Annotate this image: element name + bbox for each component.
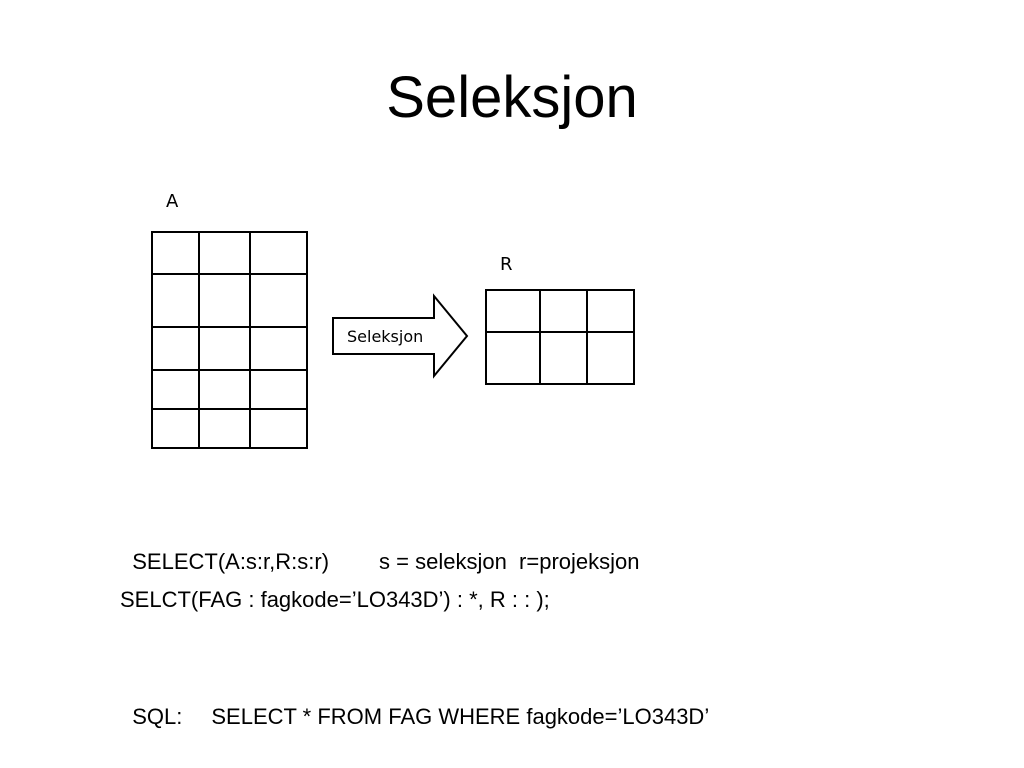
- symbol-legend: s = seleksjon r=projeksjon: [379, 549, 640, 574]
- table-a-grid: [151, 231, 308, 449]
- arrow-shape: [332, 293, 469, 379]
- table-r-border: [485, 289, 635, 385]
- sql-query: SELECT * FROM FAG WHERE fagkode=’LO343D’: [211, 704, 710, 729]
- table-a-label: A: [166, 191, 179, 212]
- selection-arrow: Seleksjon: [332, 293, 469, 379]
- select-formula: SELECT(A:s:r,R:s:r): [132, 549, 330, 574]
- formula-line: SELECT(A:s:r,R:s:r) s = seleksjon r=proje…: [120, 520, 640, 576]
- table-a-border: [151, 231, 308, 449]
- sql-prefix: SQL:: [132, 704, 183, 729]
- slide-title: Seleksjon: [386, 65, 638, 130]
- sql-line: SQL: SELECT * FROM FAG WHERE fagkode=’LO3…: [120, 675, 709, 731]
- table-r-label: R: [500, 254, 513, 275]
- table-r-grid: [485, 289, 635, 385]
- arrow-label: Seleksjon: [347, 327, 423, 346]
- selct-example-line: SELCT(FAG : fagkode=’LO343D’) : *, R : :…: [120, 587, 550, 612]
